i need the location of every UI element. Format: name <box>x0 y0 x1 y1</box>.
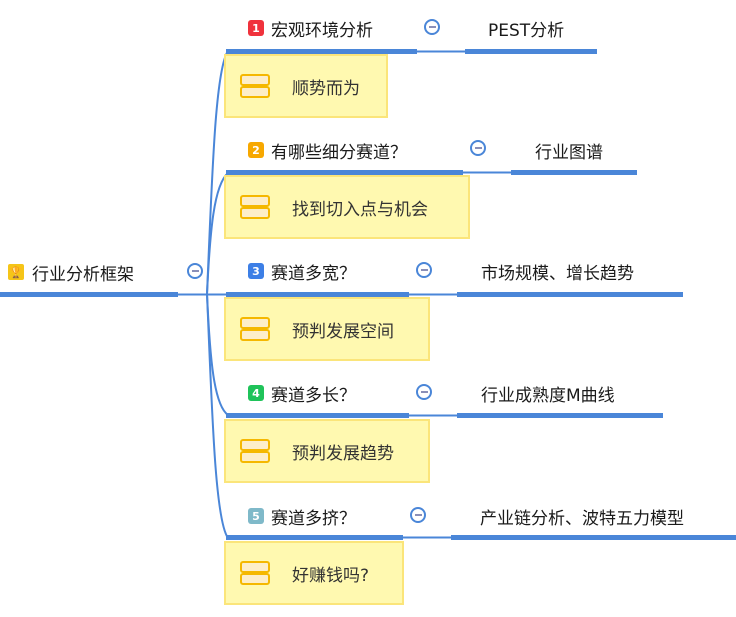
priority-badge-1: 1 <box>248 20 264 36</box>
root-underline <box>0 292 178 297</box>
note-box-1[interactable]: 顺势而为 <box>224 54 388 118</box>
branch-topic-4[interactable]: 4 赛道多长？ <box>248 379 356 407</box>
detail-underline-3 <box>457 292 683 297</box>
detail-topic-1[interactable]: PEST分析 <box>488 14 564 42</box>
root-collapse-button[interactable] <box>187 263 203 279</box>
root-title: 行业分析框架 <box>32 264 134 285</box>
note-text-3: 预判发展空间 <box>292 321 394 342</box>
detail-topic-3[interactable]: 市场规模、增长趋势 <box>481 257 634 285</box>
priority-badge-2: 2 <box>248 142 264 158</box>
branch-title-2: 有哪些细分赛道？ <box>271 142 407 163</box>
note-box-4[interactable]: 预判发展趋势 <box>224 419 430 483</box>
branch-title-4: 赛道多长？ <box>271 385 356 406</box>
branch-underline-1 <box>226 49 417 54</box>
trophy-icon: 🏆 <box>8 264 24 280</box>
collapse-button-3[interactable] <box>416 262 432 278</box>
note-icon <box>240 74 270 98</box>
branch-curve-5 <box>206 293 229 539</box>
collapse-button-5[interactable] <box>410 507 426 523</box>
branch-topic-3[interactable]: 3 赛道多宽？ <box>248 257 356 285</box>
detail-underline-5 <box>451 535 736 540</box>
detail-topic-2[interactable]: 行业图谱 <box>535 136 603 164</box>
note-icon <box>240 317 270 341</box>
detail-underline-2 <box>511 170 637 175</box>
detail-underline-1 <box>465 49 597 54</box>
branch-underline-4 <box>226 413 409 418</box>
branch-title-5: 赛道多挤？ <box>271 508 356 529</box>
note-text-5: 好赚钱吗? <box>292 565 370 586</box>
branch-topic-5[interactable]: 5 赛道多挤？ <box>248 502 356 530</box>
detail-text-2: 行业图谱 <box>535 142 603 163</box>
priority-badge-4: 4 <box>248 385 264 401</box>
priority-badge-3: 3 <box>248 263 264 279</box>
branch-underline-3 <box>226 292 409 297</box>
detail-topic-4[interactable]: 行业成熟度M曲线 <box>481 379 615 407</box>
priority-badge-5: 5 <box>248 508 264 524</box>
branch-underline-2 <box>226 170 463 175</box>
branch-title-3: 赛道多宽？ <box>271 263 356 284</box>
detail-topic-5[interactable]: 产业链分析、波特五力模型 <box>480 502 684 530</box>
branch-underline-5 <box>226 535 403 540</box>
note-box-5[interactable]: 好赚钱吗? <box>224 541 404 605</box>
branch-topic-2[interactable]: 2 有哪些细分赛道？ <box>248 136 407 164</box>
note-icon <box>240 195 270 219</box>
note-icon <box>240 561 270 585</box>
collapse-button-2[interactable] <box>470 140 486 156</box>
detail-text-1: PEST分析 <box>488 20 565 41</box>
collapse-button-1[interactable] <box>424 19 440 35</box>
root-topic[interactable]: 🏆 行业分析框架 <box>8 258 134 286</box>
note-box-3[interactable]: 预判发展空间 <box>224 297 430 361</box>
branch-curve-2 <box>206 172 229 295</box>
branch-title-1: 宏观环境分析 <box>271 20 373 41</box>
detail-text-5: 产业链分析、波特五力模型 <box>480 508 684 529</box>
note-text-4: 预判发展趋势 <box>292 443 394 464</box>
note-text-1: 顺势而为 <box>292 78 360 99</box>
note-icon <box>240 439 270 463</box>
detail-underline-4 <box>457 413 663 418</box>
collapse-button-4[interactable] <box>416 384 432 400</box>
note-text-2: 找到切入点与机会 <box>292 199 428 220</box>
branch-topic-1[interactable]: 1 宏观环境分析 <box>248 14 373 42</box>
detail-text-3: 市场规模、增长趋势 <box>481 263 634 284</box>
note-box-2[interactable]: 找到切入点与机会 <box>224 175 470 239</box>
detail-text-4: 行业成熟度M曲线 <box>481 385 615 406</box>
